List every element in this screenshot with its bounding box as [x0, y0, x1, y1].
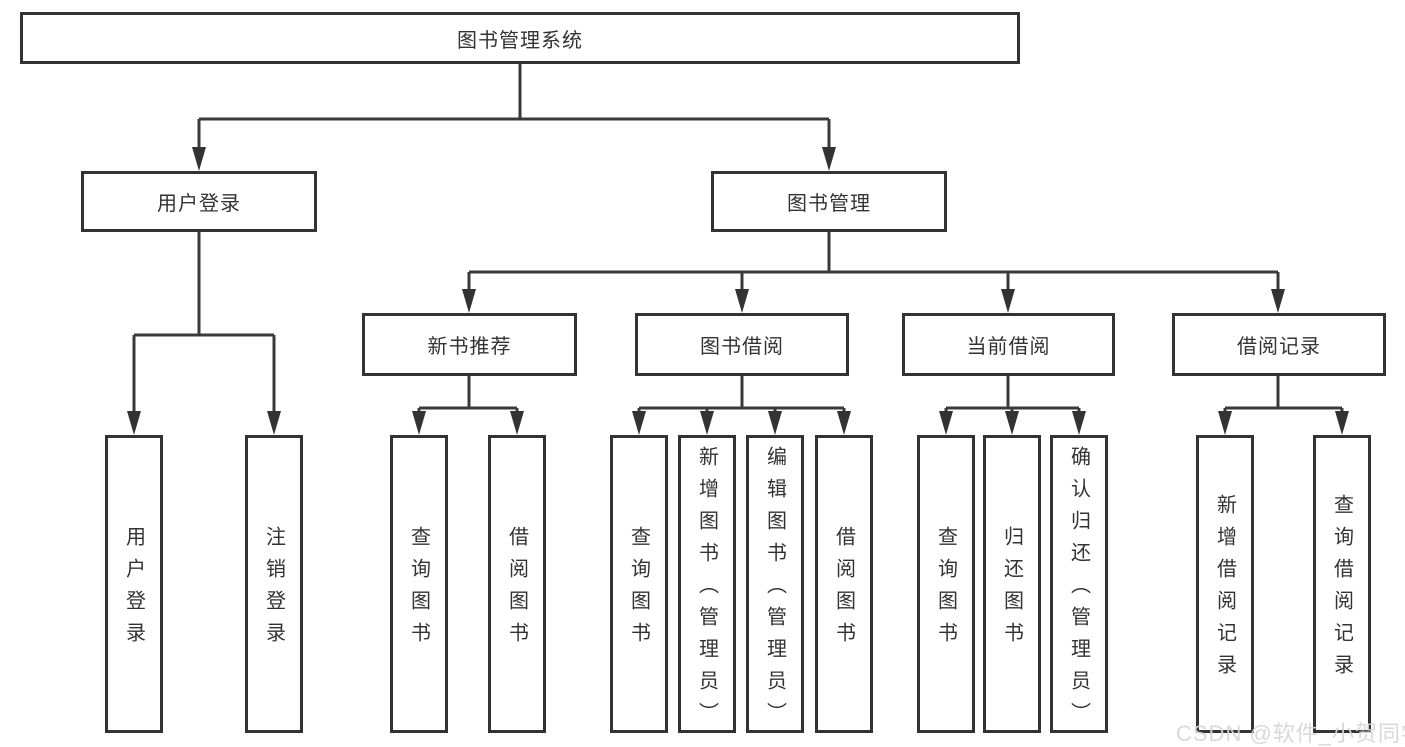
node-label: 借阅图书 [505, 526, 528, 654]
node-label: 新增借阅记录 [1213, 494, 1236, 686]
node-label: 查询图书 [407, 526, 430, 654]
node-borrowing-records: 借阅记录 [1172, 313, 1386, 376]
node-add-books-admin: 新增图书（管理员） [678, 435, 736, 734]
watermark: CSDN @软件_小贺同学 [1176, 721, 1405, 746]
node-label: 用户登录 [157, 193, 241, 215]
node-label: 借阅记录 [1237, 336, 1321, 358]
node-label: 查询图书 [934, 526, 957, 654]
node-confirm-return-admin: 确认归还（管理员） [1050, 435, 1108, 734]
node-label: 归还图书 [1000, 526, 1023, 654]
node-query-books: 查询图书 [390, 435, 448, 733]
node-label: 注销登录 [262, 526, 285, 654]
node-user-login: 用户登录 [81, 171, 317, 232]
node-label: 图书管理系统 [457, 29, 583, 52]
node-query-books: 查询图书 [917, 435, 975, 733]
node-label: 图书借阅 [700, 336, 784, 358]
node-query-borrow-record: 查询借阅记录 [1313, 435, 1371, 733]
node-label: 新增图书（管理员） [695, 446, 718, 734]
node-label: 图书管理 [787, 193, 871, 215]
node-label: 新书推荐 [427, 336, 512, 358]
node-borrow-books: 借阅图书 [815, 435, 873, 733]
node-label: 借阅图书 [832, 526, 855, 654]
node-label: 用户登录 [122, 526, 145, 654]
node-new-book-recommendation: 新书推荐 [362, 313, 577, 376]
node-return-books: 归还图书 [983, 435, 1041, 733]
node-label: 当前借阅 [966, 336, 1051, 358]
node-edit-books-admin: 编辑图书（管理员） [746, 435, 804, 734]
node-current-borrowing: 当前借阅 [902, 313, 1115, 376]
node-query-books: 查询图书 [610, 435, 668, 733]
node-user-login-action: 用户登录 [105, 435, 163, 733]
node-library-management-system: 图书管理系统 [20, 12, 1020, 64]
node-label: 编辑图书（管理员） [763, 446, 786, 734]
node-add-borrow-record: 新增借阅记录 [1196, 435, 1254, 733]
node-borrow-books: 借阅图书 [488, 435, 546, 733]
node-label: 查询图书 [627, 526, 650, 654]
node-label: 确认归还（管理员） [1067, 446, 1090, 734]
node-book-borrowing: 图书借阅 [635, 313, 849, 376]
node-label: 查询借阅记录 [1330, 494, 1353, 686]
node-logout-action: 注销登录 [245, 435, 303, 733]
node-book-management: 图书管理 [711, 171, 947, 232]
